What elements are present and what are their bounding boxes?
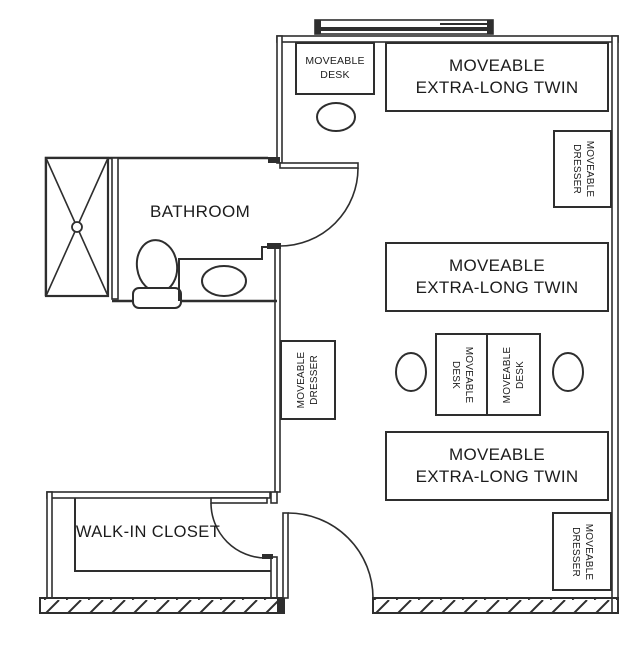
chair-icon-top [316, 102, 356, 132]
toilet-bowl [135, 239, 179, 293]
window-sash-lower [321, 27, 487, 31]
entry-door-jamb [277, 598, 284, 613]
bathroom-door-swing-arc [279, 167, 359, 247]
dresser-3-label-line2: DRESSER [570, 526, 581, 577]
hatched-wall-right [372, 597, 619, 614]
dresser-1-label-line1: MOVEABLE [583, 140, 595, 198]
window-left-cap [315, 20, 321, 34]
exterior-wall-hatch-icon [39, 597, 619, 614]
dresser-1: MOVEABLE DRESSER [553, 130, 612, 208]
desk-top-label-line1: MOVEABLE [305, 55, 365, 68]
dresser-2-label-line2: DRESSER [309, 355, 320, 405]
window-sash-upper [440, 23, 487, 25]
dresser-2: MOVEABLE DRESSER [280, 340, 336, 420]
desk-center-right-label-line1: MOVEABLE [501, 346, 513, 403]
bathroom-door [267, 157, 359, 249]
closet-inner-outline [74, 498, 271, 572]
bed-2-label-line1: MOVEABLE [449, 255, 545, 275]
bed-3: MOVEABLE EXTRA-LONG TWIN [385, 431, 609, 501]
bed-1-label-line1: MOVEABLE [449, 55, 545, 75]
walls [46, 35, 619, 614]
bed-2-label-line2: EXTRA-LONG TWIN [415, 278, 579, 297]
chair-icon-left [395, 352, 427, 392]
entry-door-swing-arc [287, 512, 374, 599]
bed-3-label-line1: MOVEABLE [449, 444, 545, 464]
sink-basin [201, 265, 247, 297]
closet-right-wall-upper [270, 491, 278, 504]
desk-center-left: MOVEABLE DESK [435, 333, 488, 416]
desk-center-right-label-line2: DESK [514, 360, 526, 389]
desk-center-left-label-line2: DESK [449, 360, 461, 389]
dresser-2-label-line1: MOVEABLE [296, 351, 307, 409]
entry-door-leaf [282, 512, 289, 599]
dresser-3-label-line1: MOVEABLE [583, 523, 594, 580]
bathroom-door-leaf [279, 162, 359, 169]
bedroom-left-wall-upper [276, 35, 283, 164]
closet-label: WALK-IN CLOSET [75, 523, 221, 541]
hatched-wall-left [39, 597, 285, 614]
closet-door-swing-arc [210, 502, 267, 559]
bed-1: MOVEABLE EXTRA-LONG TWIN [385, 42, 609, 112]
closet-door-leaf [210, 497, 268, 504]
closet-left-wall [46, 491, 53, 599]
sink-icon [178, 246, 275, 301]
window-icon [314, 19, 494, 35]
shower-icon [44, 156, 119, 300]
closet-top-wall [46, 491, 271, 499]
bathroom-door-jamb-top [268, 157, 280, 163]
dresser-3: MOVEABLE DRESSER [552, 512, 612, 591]
bed-1-label-line2: EXTRA-LONG TWIN [415, 78, 579, 97]
toilet-icon [132, 239, 182, 309]
bed-3-label-line2: EXTRA-LONG TWIN [415, 467, 579, 486]
closet-door [210, 497, 273, 559]
shower-enclosure-wall [111, 157, 119, 300]
desk-center-right: MOVEABLE DESK [486, 333, 541, 416]
desk-top-label-line2: DESK [320, 68, 350, 81]
chair-icon-right [552, 352, 584, 392]
shower-drain-icon [71, 221, 83, 233]
bathroom-label: BATHROOM [150, 202, 251, 221]
bed-2: MOVEABLE EXTRA-LONG TWIN [385, 242, 609, 312]
chairs [316, 102, 584, 392]
closet-door-jamb [262, 554, 273, 559]
sink-counter [178, 246, 275, 301]
closet-right-wall-lower [270, 556, 278, 599]
window-right-cap [487, 20, 493, 34]
toilet-tank [132, 287, 182, 309]
desk-center-left-label-line1: MOVEABLE [462, 346, 474, 403]
bathroom-door-jamb-bottom [267, 243, 281, 249]
desk-top: MOVEABLE DESK [295, 42, 375, 95]
dresser-1-label-line2: DRESSER [570, 144, 582, 194]
entry-door [282, 512, 374, 599]
bedroom-right-wall [611, 35, 619, 614]
